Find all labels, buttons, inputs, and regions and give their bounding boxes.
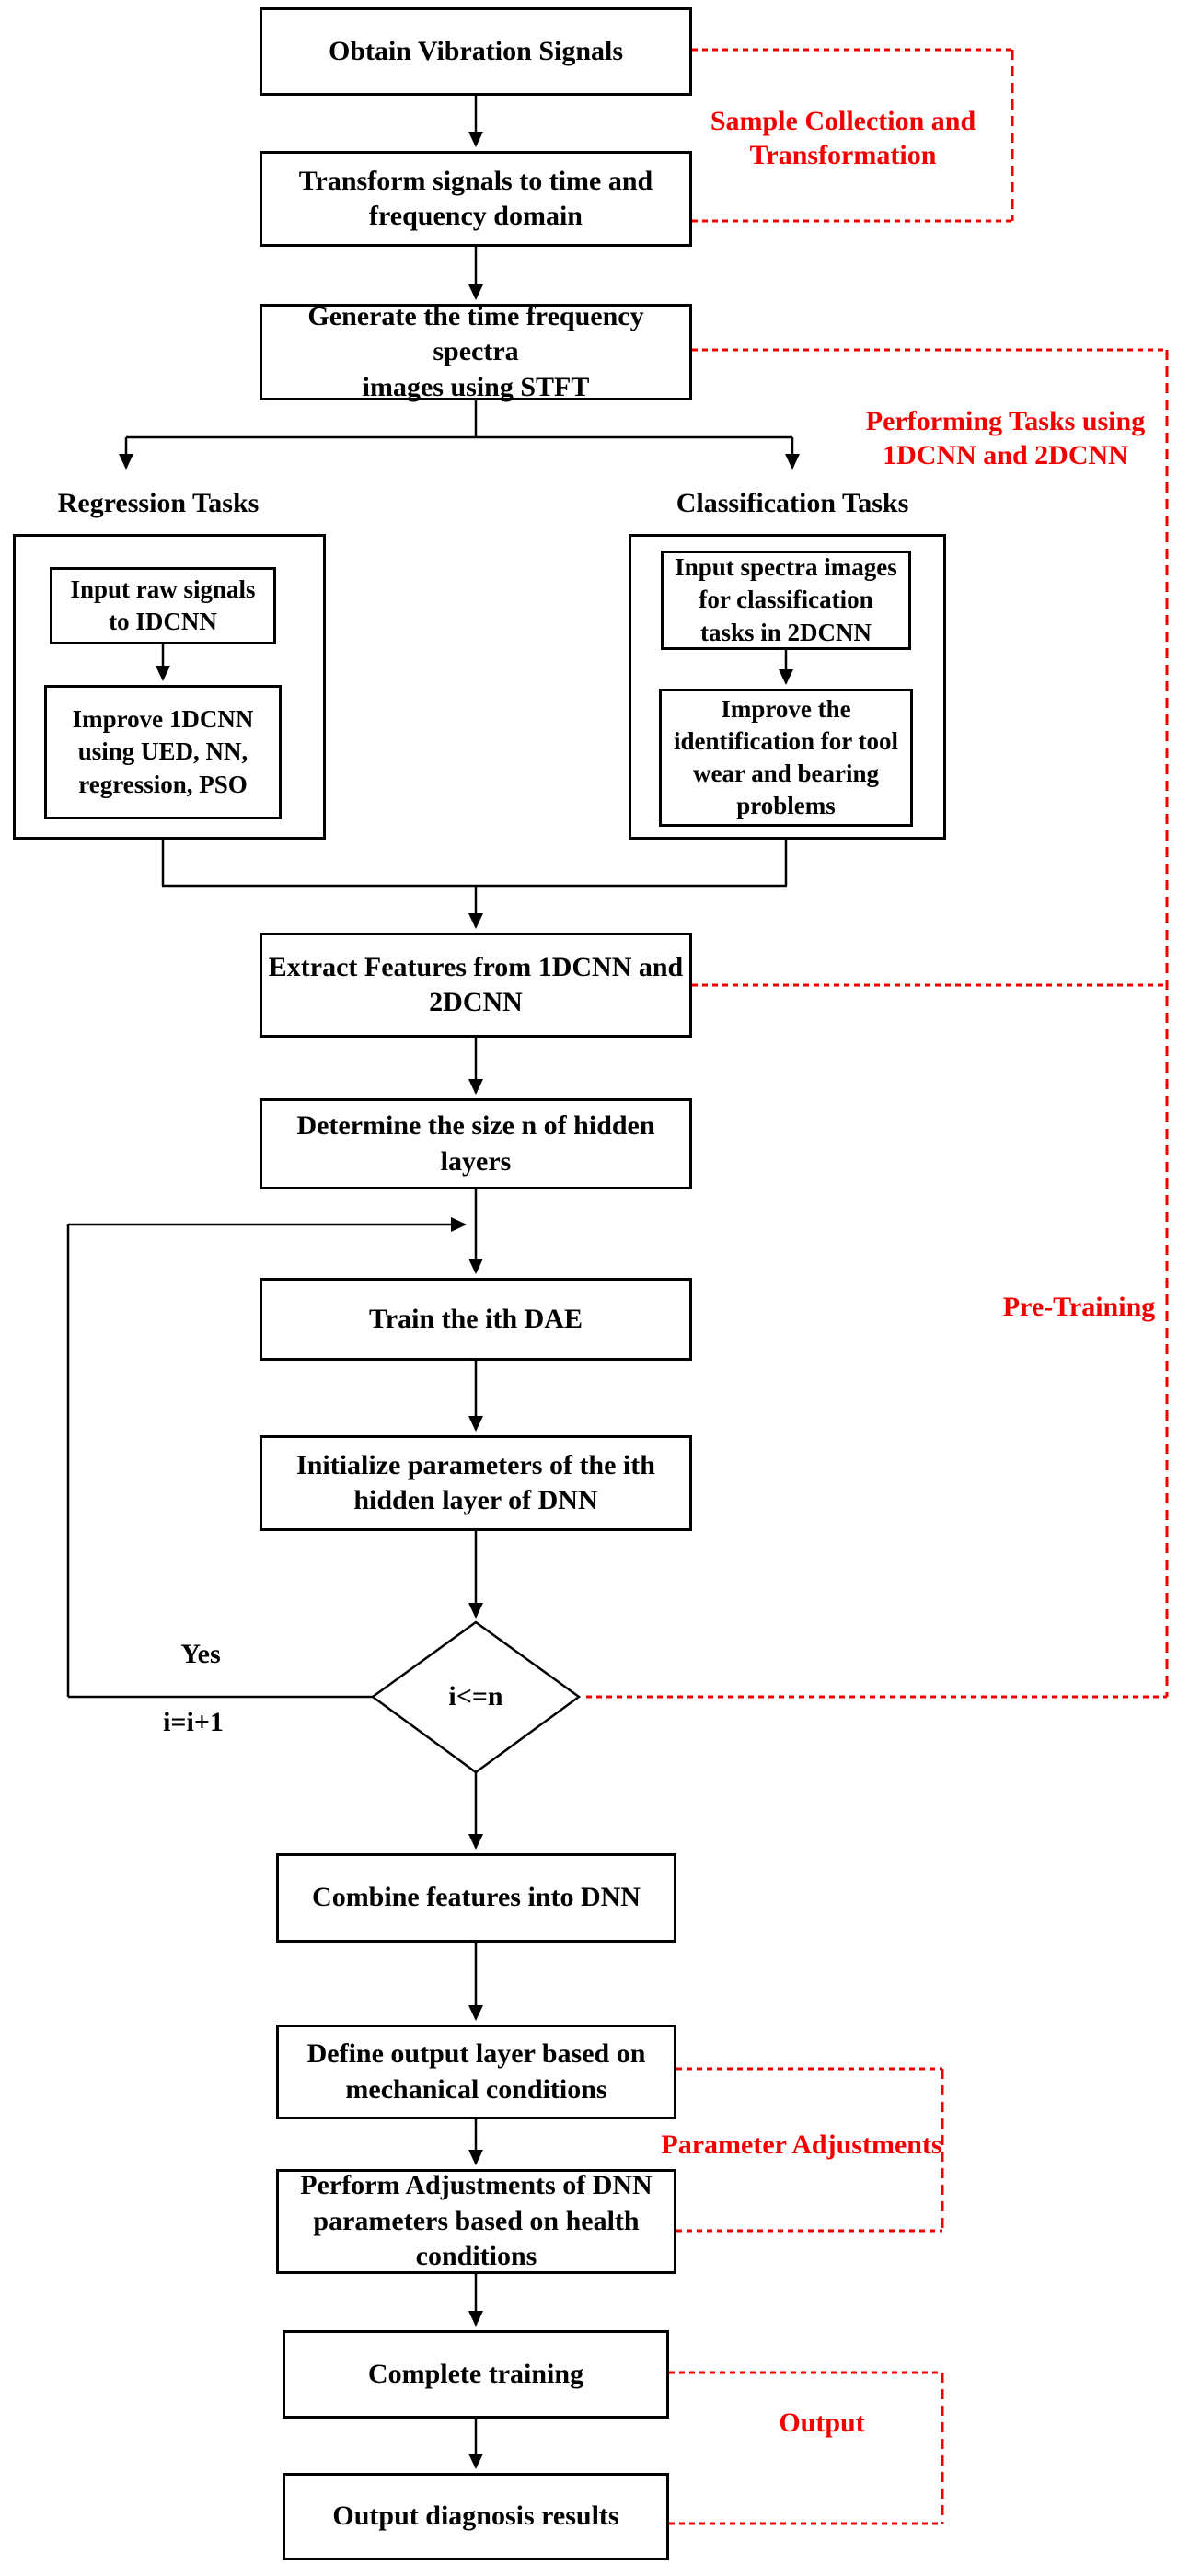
label-regression-tasks: Regression Tasks xyxy=(48,484,269,523)
classification-tasks-text: Classification Tasks xyxy=(676,488,909,519)
annotation-performing-tasks-text: Performing Tasks using 1DCNN and 2DCNN xyxy=(865,405,1146,471)
decision-diamond xyxy=(370,1620,582,1774)
node-improve-1dcnn-label: Improve 1DCNN using UED, NN, regression,… xyxy=(72,705,254,798)
annotation-performing-tasks: Performing Tasks using 1DCNN and 2DCNN xyxy=(860,401,1150,475)
node-complete-training: Complete training xyxy=(283,2330,669,2419)
black-connectors xyxy=(66,96,800,2469)
label-increment-text: i=i+1 xyxy=(163,1707,224,1738)
node-define-output-layer: Define output layer based on mechanical … xyxy=(276,2025,676,2119)
label-yes-text: Yes xyxy=(180,1639,221,1670)
node-obtain-label: Obtain Vibration Signals xyxy=(328,35,624,66)
node-generate-label: Generate the time frequency spectra imag… xyxy=(307,300,644,402)
decision-condition: i<=n xyxy=(421,1677,531,1716)
node-combine-label: Combine features into DNN xyxy=(312,1882,641,1913)
annotation-pre-training: Pre-Training xyxy=(994,1287,1164,1328)
annotation-sample-collection-text: Sample Collection and Transformation xyxy=(710,105,976,171)
node-train-label: Train the ith DAE xyxy=(369,1303,583,1334)
annotation-parameter-adjustments-text: Parameter Adjustments xyxy=(661,2129,942,2161)
node-improve-identification-label: Improve the identification for tool wear… xyxy=(674,694,898,820)
node-transform-label: Transform signals to time and frequency … xyxy=(298,165,653,231)
annotation-output-stage: Output xyxy=(755,2403,889,2443)
node-perform-adjustments: Perform Adjustments of DNN parameters ba… xyxy=(276,2169,676,2274)
annotation-sample-collection: Sample Collection and Transformation xyxy=(701,99,985,177)
node-output-label: Output diagnosis results xyxy=(332,2501,619,2532)
node-improve-1dcnn: Improve 1DCNN using UED, NN, regression,… xyxy=(44,685,282,819)
node-complete-label: Complete training xyxy=(367,2358,584,2389)
container-regression-tasks xyxy=(13,534,326,840)
node-output-diagnosis: Output diagnosis results xyxy=(283,2473,669,2560)
node-transform-signals: Transform signals to time and frequency … xyxy=(260,151,692,247)
node-generate-spectra: Generate the time frequency spectra imag… xyxy=(260,301,692,402)
node-initialize-parameters: Initialize parameters of the ith hidden … xyxy=(260,1435,692,1531)
node-extract-features: Extract Features from 1DCNN and 2DCNN xyxy=(260,933,692,1038)
node-input-raw-label: Input raw signals to IDCNN xyxy=(70,574,256,635)
annotation-output-stage-text: Output xyxy=(779,2408,865,2439)
label-increment: i=i+1 xyxy=(145,1704,241,1741)
regression-tasks-text: Regression Tasks xyxy=(57,488,260,519)
node-input-spectra-images: Input spectra images for classification … xyxy=(661,551,911,650)
decision-condition-text: i<=n xyxy=(448,1681,503,1712)
node-initialize-label: Initialize parameters of the ith hidden … xyxy=(296,1449,655,1515)
label-yes: Yes xyxy=(164,1636,237,1673)
node-train-dae: Train the ith DAE xyxy=(260,1278,692,1361)
node-improve-identification: Improve the identification for tool wear… xyxy=(659,689,913,827)
annotation-pre-training-text: Pre-Training xyxy=(1002,1292,1156,1323)
node-extract-label: Extract Features from 1DCNN and 2DCNN xyxy=(268,951,684,1017)
node-input-spectra-label: Input spectra images for classification … xyxy=(675,553,897,646)
node-input-raw-signals: Input raw signals to IDCNN xyxy=(50,567,276,644)
node-determine-hidden-layers: Determine the size n of hidden layers xyxy=(260,1098,692,1189)
node-define-output-label: Define output layer based on mechanical … xyxy=(306,2038,646,2105)
annotation-brackets xyxy=(586,48,1169,2525)
label-classification-tasks: Classification Tasks xyxy=(673,484,912,523)
node-perform-adjustments-label: Perform Adjustments of DNN parameters ba… xyxy=(300,2170,653,2272)
node-determine-label: Determine the size n of hidden layers xyxy=(296,1110,655,1177)
node-obtain-vibration-signals: Obtain Vibration Signals xyxy=(260,7,692,96)
container-classification-tasks xyxy=(629,534,946,840)
annotation-parameter-adjustments: Parameter Adjustments xyxy=(661,2125,942,2165)
node-combine-features: Combine features into DNN xyxy=(276,1853,676,1943)
